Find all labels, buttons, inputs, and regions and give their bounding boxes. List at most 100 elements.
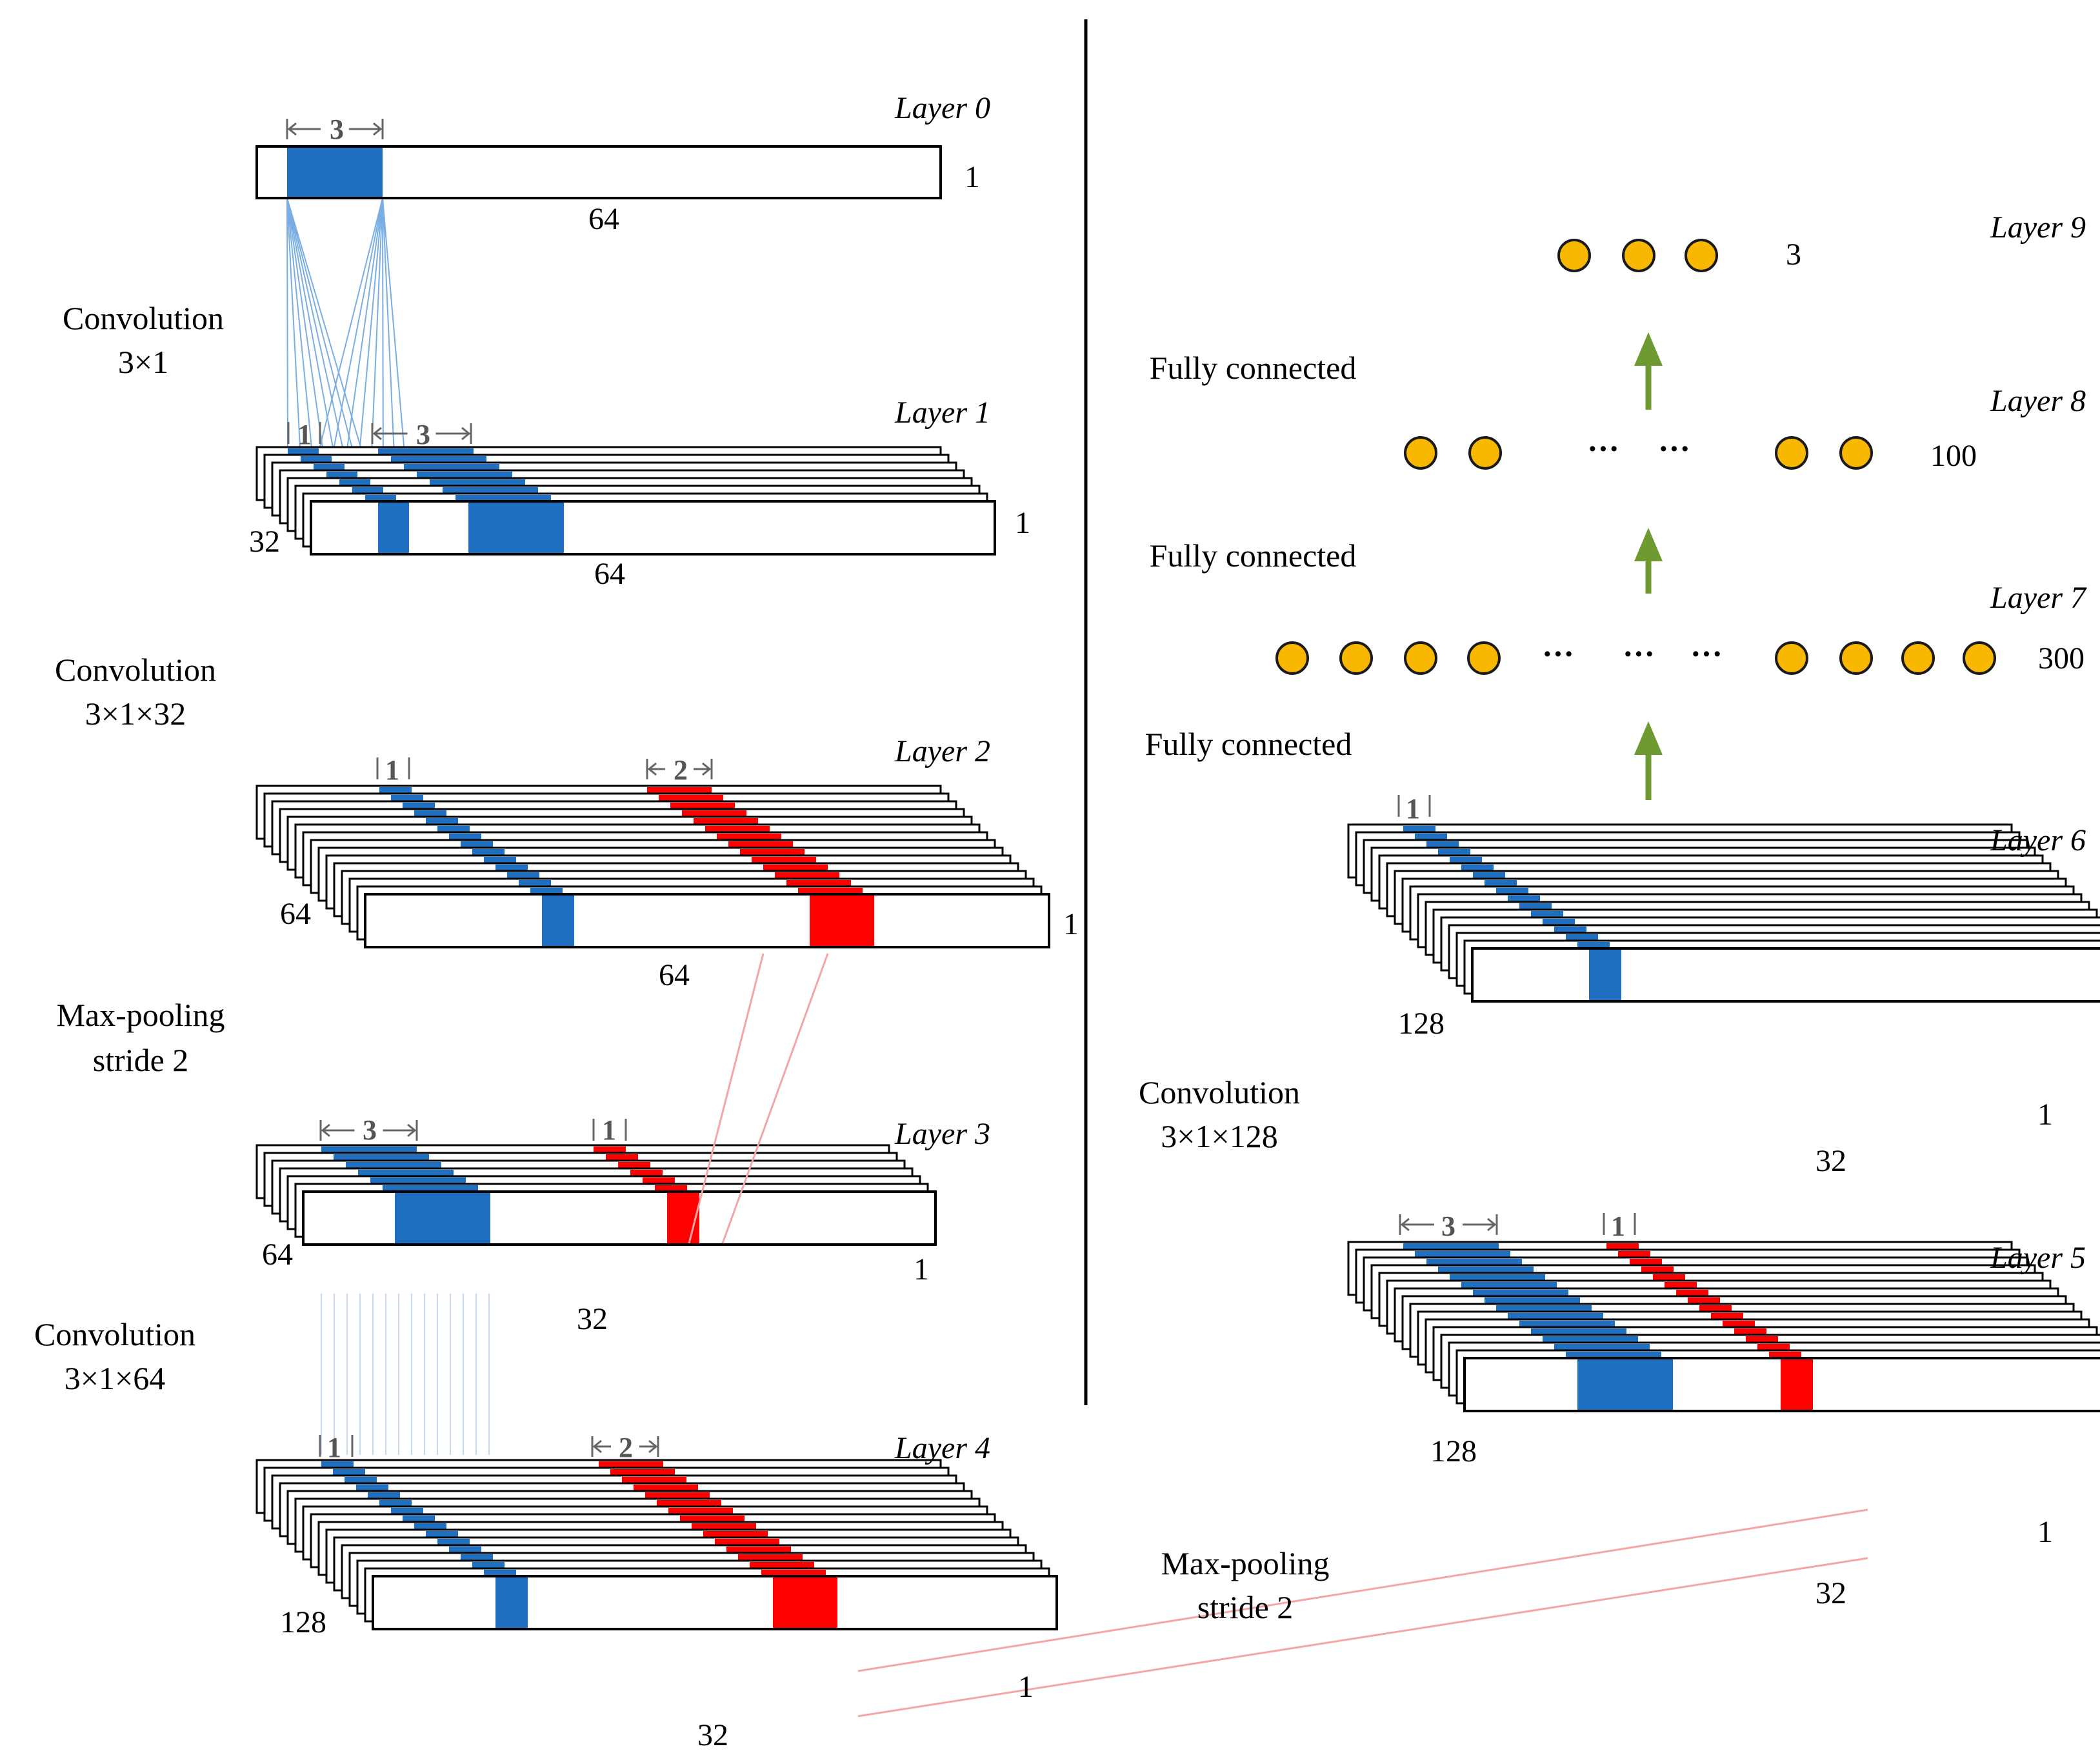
layer-5 [1347,1241,2100,1412]
layer-7-neuron [1839,641,1873,675]
layer-5-title: Layer 5 [1990,1241,2086,1275]
layer-6-title: Layer 6 [1990,823,2086,857]
pool-connection-line [857,1557,1868,1717]
stride-cell [378,503,409,553]
kernel-connection-line [344,197,383,468]
layer-1-depth: 32 [249,525,280,559]
layer-9-neuron [1557,239,1591,272]
layer-1-title: Layer 1 [894,395,990,430]
layer-1-kernel-label: 3 [416,419,430,450]
fc-arrows [1634,332,1663,800]
layer-0-title: Layer 0 [894,91,990,125]
layer-2-height: 1 [1063,907,1079,941]
layer-4 [255,1459,1058,1630]
front-slab [372,1575,1058,1630]
layer-0-height: 1 [965,160,980,194]
layer-3-height: 1 [914,1252,929,1286]
fc-arrow-head [1634,721,1663,755]
layer-9-count: 3 [1786,237,1801,272]
layer-1-kernel-marker-arrowhead [372,426,382,441]
layer-7-ellipsis-3: ··· [1690,636,1723,672]
layer-1-kernel-marker-arrowhead [461,426,471,441]
layer-2-width: 64 [659,958,690,992]
layer-2 [255,785,1050,948]
front-slab [364,893,1050,948]
layer-8-neuron [1404,436,1437,470]
layer-6-height: 1 [2037,1097,2053,1132]
pool2-label-line2: stride 2 [1197,1589,1294,1625]
kernel-connection-line [318,197,383,452]
layer-3 [255,1144,937,1246]
layer-3-stride-label: 1 [602,1114,616,1146]
layer-0-width: 64 [588,202,619,236]
kernel-window [395,1193,490,1243]
layer-5-width: 32 [1815,1576,1846,1610]
layer-5-stride-label: 1 [1611,1210,1625,1242]
fc2-label: Fully connected [1150,537,1357,574]
layer-6-depth: 128 [1398,1006,1445,1041]
layer-1 [255,446,996,556]
kernel-connection-line [286,197,301,460]
kernel-connection-line [331,197,383,460]
front-slab [310,500,996,556]
stride-cell [667,1193,699,1243]
layer-4-depth: 128 [280,1605,326,1639]
pool1-label-line2: stride 2 [93,1042,189,1078]
layer-8-ellipsis-1: ··· [1587,430,1619,466]
pool-window [773,1577,837,1628]
conv1-label-line1: Convolution [63,300,224,336]
conv3-label-line2: 3×1×64 [65,1360,165,1396]
stride-cell [495,1577,528,1628]
conv4-label-line2: 3×1×128 [1161,1118,1277,1154]
layer-4-title: Layer 4 [894,1431,990,1465]
layer-6 [1347,823,2100,1003]
layer-9-neuron [1622,239,1655,272]
layer-5-kernel-marker-arrowhead [1487,1217,1497,1232]
layer-2-pool-label: 2 [674,754,688,786]
layer-3-width: 32 [577,1302,608,1336]
layer-5-height: 1 [2037,1515,2053,1549]
layer-3-kernel-label: 3 [363,1114,377,1146]
conv3-label-line1: Convolution [34,1316,195,1352]
layer-8-ellipsis-2: ··· [1658,430,1690,466]
fc1-label: Fully connected [1145,726,1352,762]
layer-6-width: 32 [1815,1144,1846,1178]
layer-8-neuron [1775,436,1808,470]
layer-7-neuron [1901,641,1935,675]
layer-5-kernel-marker-arrowhead [1400,1217,1410,1232]
fc-arrow-head [1634,528,1663,561]
pool1-label-line1: Max-pooling [56,997,225,1033]
kernel-connection-line [286,197,288,452]
layer-7-neuron [1963,641,1996,675]
pooling-connection-lines [688,953,1868,1717]
layer-2-depth: 64 [280,897,311,931]
kernel-window [468,503,564,553]
layer-5-kernel-label: 3 [1441,1210,1455,1242]
layer-7-count: 300 [2038,641,2085,676]
pool-connection-line [688,953,765,1244]
layer-8-neuron [1468,436,1502,470]
layer-2-pool-marker-arrowhead [647,762,657,776]
layer-8-neuron [1839,436,1873,470]
conv2-label-line2: 3×1×32 [85,696,186,732]
layer-7-neuron [1404,641,1437,675]
layer-2-stride-label: 1 [385,754,399,786]
layer-7-neuron [1339,641,1373,675]
layer-8-count: 100 [1930,439,1977,473]
kernel-window [287,148,383,197]
layer-7-title: Layer 7 [1990,581,2087,615]
kernel-connection-line [286,197,353,491]
kernel-connection-line [286,197,314,468]
layer-5-depth: 128 [1430,1434,1477,1468]
layer-3-title: Layer 3 [894,1117,990,1151]
kernel-connection-line [286,197,340,483]
stride-cell [1781,1359,1813,1410]
fc-arrow-head [1634,332,1663,366]
pool-connection-line [857,1508,1868,1672]
layer-0-kernel-label: 3 [330,114,344,145]
layer-4-pool-marker-arrowhead [592,1439,602,1454]
layer-7-neuron [1467,641,1501,675]
layer-7-ellipsis-2: ··· [1623,636,1655,672]
fully-connected-neurons [1275,239,1996,675]
